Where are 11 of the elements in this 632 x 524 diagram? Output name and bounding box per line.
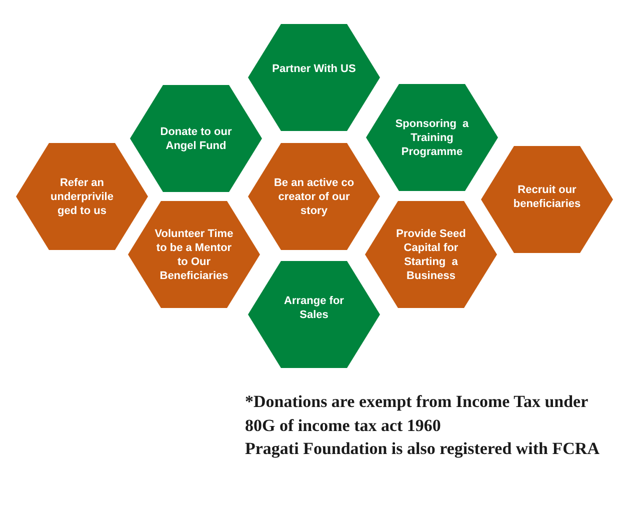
hexagon-label: Partner With US: [272, 62, 356, 76]
note-text: *Donations are exempt from Income Tax under 80G of income tax act 1960: [245, 391, 589, 436]
hexagon-label: Volunteer Time to be a Mentor to Our Beneficiaries: [154, 226, 234, 282]
note-text: Pragati Foundation is also registered with FCRA: [245, 438, 600, 460]
hexagon-label: Donate to our Angel Fund: [159, 124, 233, 152]
hexagon-label: Refer an underprivile ged to us: [50, 176, 114, 218]
hexagon-label: Sponsoring a Training Programme: [394, 116, 470, 158]
hexagon-label: Provide Seed Capital for Starting a Business: [395, 226, 467, 282]
hexagon-label: Arrange for Sales: [283, 294, 345, 322]
hexagon-label: Be an active co creator of our story: [272, 176, 356, 218]
hexagon-label: Recruit our beneficiaries: [512, 182, 582, 210]
